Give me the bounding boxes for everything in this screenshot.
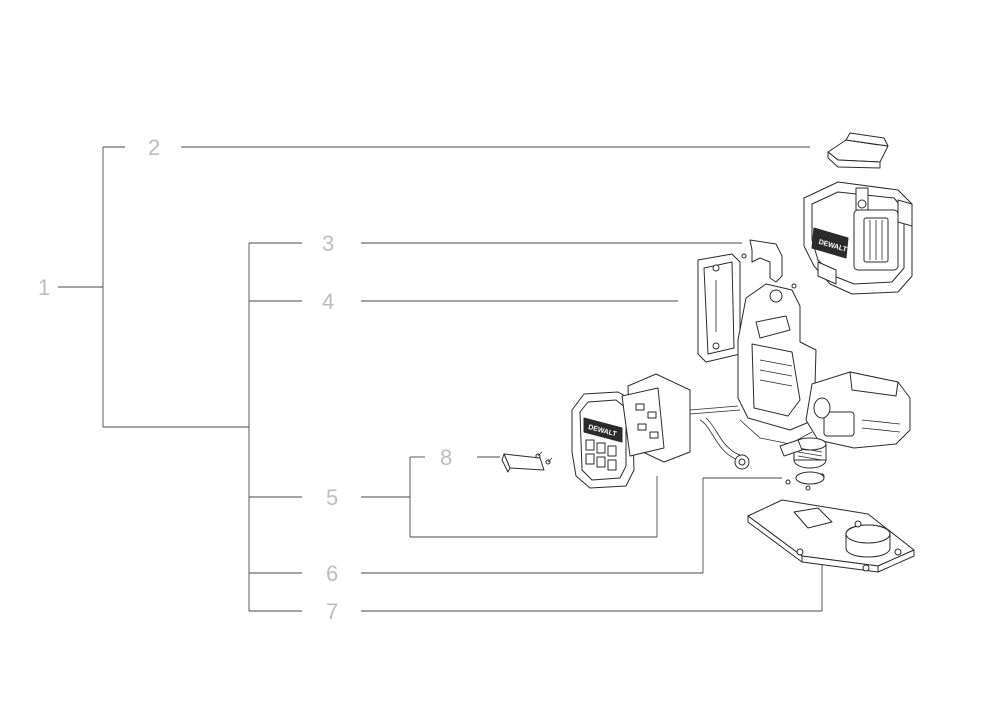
part-small-cover (501, 451, 553, 473)
callout-1: 1 (38, 275, 50, 300)
part-circuit-board (621, 373, 741, 463)
part-cable-harness (699, 417, 813, 470)
callout-4: 4 (322, 289, 334, 314)
part-chassis (737, 283, 817, 431)
part-laser-housing: DEWALT (803, 181, 913, 295)
callout-6: 6 (326, 561, 338, 586)
part-battery-housing (805, 371, 911, 449)
leader-lines (58, 146, 823, 612)
part-pendulum-assembly (779, 437, 827, 491)
part-side-plate (697, 253, 741, 363)
callout-2: 2 (148, 135, 160, 160)
part-top-cap (827, 132, 889, 169)
callout-numbers: 1 2 3 4 5 6 7 8 (38, 135, 452, 624)
part-keypad-bezel: DEWALT (571, 391, 635, 489)
part-bracket (741, 239, 797, 289)
callout-5: 5 (326, 485, 338, 510)
callout-3: 3 (322, 231, 334, 256)
callout-8: 8 (440, 445, 452, 470)
callout-7: 7 (326, 599, 338, 624)
part-base-plate (747, 499, 915, 573)
